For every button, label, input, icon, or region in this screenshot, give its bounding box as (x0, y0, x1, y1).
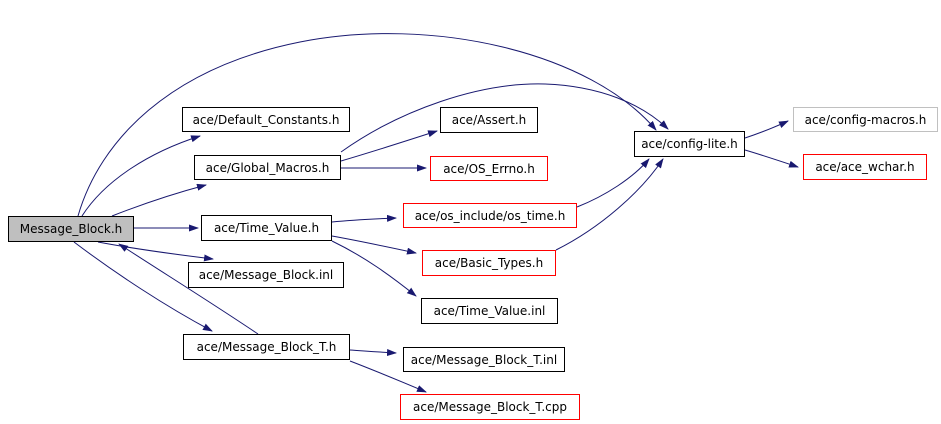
graph-node-bt[interactable]: ace/Basic_Types.h (422, 250, 556, 276)
edge-bt-to-cl (555, 158, 664, 251)
edge-gm-to-as (340, 130, 438, 162)
edge-mb-to-gm (111, 183, 207, 217)
edge-mb-to-cl (77, 33, 657, 217)
edge-ot-to-cl (576, 158, 650, 208)
graph-node-gm[interactable]: ace/Global_Macros.h (194, 155, 341, 180)
graph-node-mbti[interactable]: ace/Message_Block_T.inl (403, 347, 565, 372)
graph-node-mbtc[interactable]: ace/Message_Block_T.cpp (400, 394, 580, 420)
edge-mb-to-mbt (73, 241, 213, 332)
edge-gm-to-cl (340, 83, 669, 153)
edge-mb-to-dc (81, 135, 201, 217)
edge-cl-to-cm (744, 120, 789, 139)
edge-mbt-to-mbti (349, 349, 397, 356)
graph-node-oe[interactable]: ace/OS_Errno.h (430, 156, 548, 181)
graph-node-dc[interactable]: ace/Default_Constants.h (182, 107, 350, 132)
graph-node-aw[interactable]: ace/ace_wchar.h (803, 154, 927, 180)
edge-tv-to-bt (331, 235, 417, 255)
graph-node-cl[interactable]: ace/config-lite.h (634, 131, 745, 157)
graph-node-cm[interactable]: ace/config-macros.h (793, 107, 938, 132)
edge-tv-to-tvi (331, 240, 417, 297)
graph-node-mbi[interactable]: ace/Message_Block.inl (188, 262, 344, 288)
graph-node-tvi[interactable]: ace/Time_Value.inl (421, 298, 558, 324)
edge-tv-to-ot (331, 214, 397, 223)
graph-node-mbt[interactable]: ace/Message_Block_T.h (183, 334, 350, 360)
graph-node-as[interactable]: ace/Assert.h (440, 107, 538, 133)
graph-node-ot[interactable]: ace/os_include/os_time.h (403, 203, 577, 228)
edge-mbt-to-mb (118, 243, 259, 335)
edge-cl-to-aw (744, 149, 799, 168)
edge-mb-to-mbi (97, 241, 214, 262)
edge-mbt-to-mbtc (349, 360, 427, 393)
graph-node-mb: Message_Block.h (8, 216, 134, 242)
graph-node-tv[interactable]: ace/Time_Value.h (201, 215, 332, 241)
